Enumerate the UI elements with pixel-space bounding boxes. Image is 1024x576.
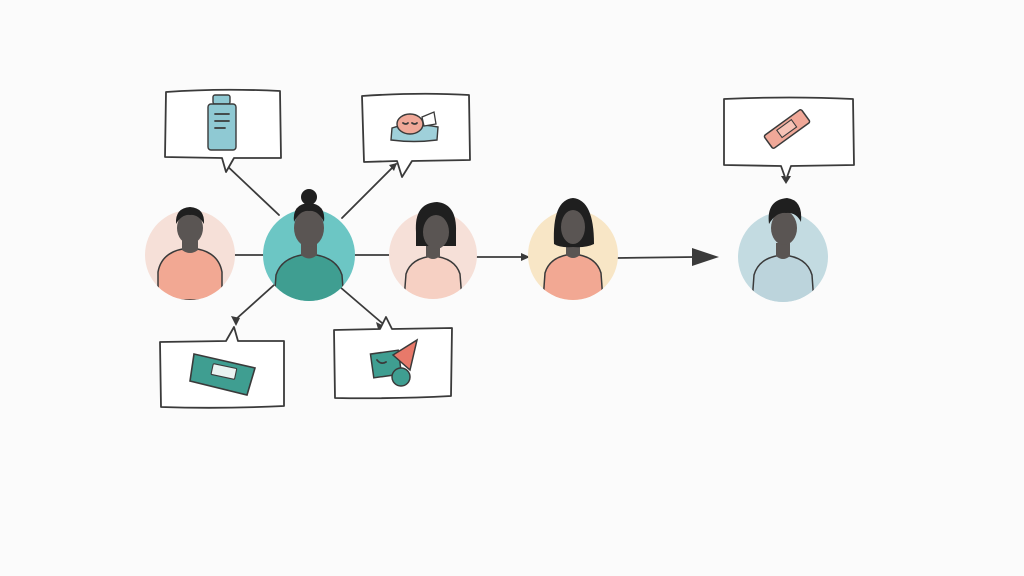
- person-3-avatar: [389, 202, 477, 299]
- bubble-gift-tag: [333, 316, 453, 400]
- bubble-voucher: [159, 326, 285, 409]
- arrowhead-p3-p4: [521, 253, 530, 261]
- person-1-avatar: [145, 207, 235, 300]
- bubble-bottle: [164, 88, 282, 173]
- voucher-icon: [189, 353, 257, 396]
- person-2-avatar: [263, 189, 355, 301]
- bottle-icon: [207, 94, 237, 151]
- person-4-avatar: [528, 198, 618, 300]
- arrowhead-baby: [389, 163, 397, 171]
- connector-baby: [341, 163, 397, 219]
- connector-tag: [339, 286, 383, 324]
- connector-voucher: [234, 284, 275, 321]
- person-5-avatar: [738, 198, 828, 302]
- bubble-sleeping-baby: [361, 92, 471, 178]
- arrowhead-p4-p5: [692, 248, 719, 266]
- gift-tag-icon: [369, 338, 419, 387]
- arrowhead-voucher: [231, 316, 240, 326]
- bubble-bandage: [723, 96, 855, 181]
- connector-p4-p5: [616, 256, 696, 259]
- connector-bottle: [223, 162, 280, 216]
- sleeping-baby-icon: [390, 111, 439, 143]
- bandage-icon: [763, 109, 811, 149]
